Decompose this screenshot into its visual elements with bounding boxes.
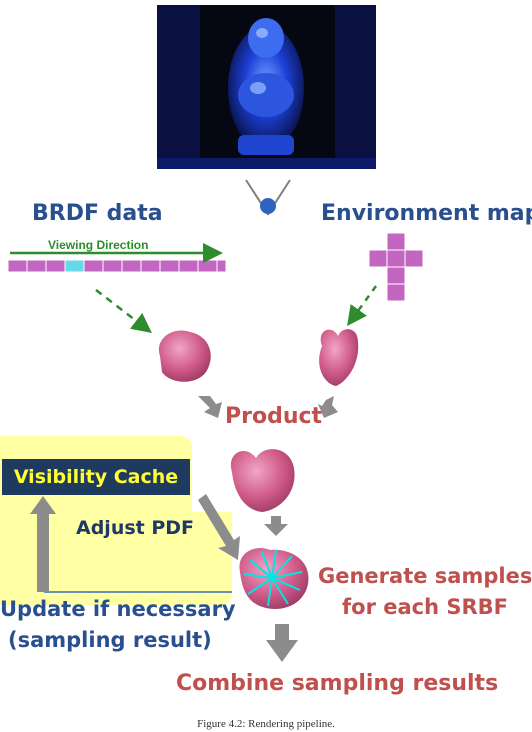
sampling-to-combine-arrow xyxy=(266,624,298,662)
brdf-cell-strip xyxy=(8,260,226,272)
update-label-line2: (sampling result) xyxy=(8,628,212,652)
sampling-lobe xyxy=(239,548,308,609)
visibility-cache-box: Visibility Cache xyxy=(2,459,190,495)
generate-label-line1: Generate samples xyxy=(318,564,532,588)
adjust-pdf-label: Adjust PDF xyxy=(76,517,194,539)
environment-lobe xyxy=(319,329,358,386)
product-lobe xyxy=(231,449,295,512)
visibility-cache-label: Visibility Cache xyxy=(14,466,178,488)
figure-caption: Figure 4.2: Rendering pipeline. xyxy=(0,718,532,730)
env-to-lobe-arrow xyxy=(350,286,376,322)
environment-map-cross xyxy=(369,233,423,301)
update-label-line1: Update if necessary xyxy=(0,597,236,621)
rendered-buddha-image xyxy=(157,5,376,169)
viewing-direction-label: Viewing Direction xyxy=(48,238,148,252)
merge-arrow-left xyxy=(198,396,222,418)
generate-label-line2: for each SRBF xyxy=(342,595,508,619)
eye-icon xyxy=(246,180,290,214)
product-to-sampling-arrow xyxy=(264,516,288,536)
brdf-lobe xyxy=(159,330,211,381)
product-label: Product xyxy=(225,404,322,429)
brdf-to-lobe-arrow xyxy=(96,290,148,330)
environment-map-label: Environment map xyxy=(321,201,532,226)
combine-label: Combine sampling results xyxy=(176,671,498,696)
brdf-data-label: BRDF data xyxy=(32,201,163,226)
